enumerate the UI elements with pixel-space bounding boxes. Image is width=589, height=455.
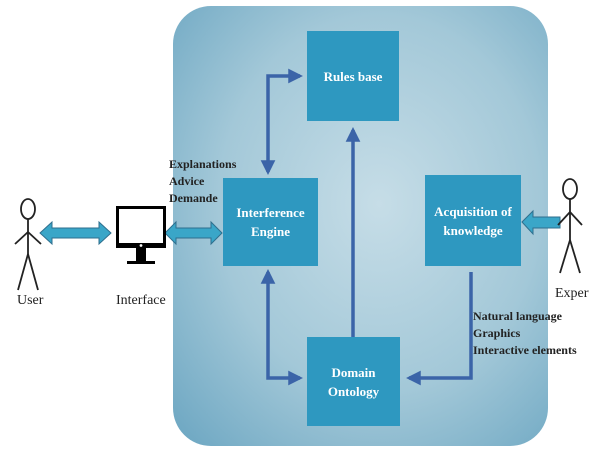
acquisition-label-line1: Acquisition of [434, 203, 512, 219]
interface-message-item: Advice [169, 174, 205, 188]
user-label: User [17, 293, 44, 308]
domain-ontology-box: Domain Ontology [307, 337, 400, 426]
expert-input-item: Interactive elements [473, 343, 577, 357]
interface-message-item: Demande [169, 191, 218, 205]
interface-label: Interface [116, 293, 166, 308]
acquisition-box: Acquisition of knowledge [425, 175, 521, 266]
acquisition-ontology-connector [406, 272, 473, 386]
user-interface-arrow [39, 220, 112, 246]
expert-acquisition-arrow [521, 209, 561, 236]
rules-base-label: Rules base [323, 68, 383, 84]
domain-ontology-label-line2: Ontology [327, 383, 380, 399]
expert-input-item: Graphics [473, 326, 521, 340]
inference-engine-label-line2: Engine [250, 224, 290, 239]
interface-message-item: Explanations [169, 157, 237, 171]
expert-input-item: Natural language [473, 309, 563, 323]
interface-messages-list: Explanations Advice Demande [169, 156, 236, 207]
acquisition-label-line2: knowledge [443, 222, 503, 238]
engine-ontology-connector [260, 269, 303, 386]
expert-inputs-list: Natural language Graphics Interactive el… [473, 308, 577, 359]
domain-ontology-label-line1: Domain [331, 364, 376, 380]
monitor-icon [116, 206, 166, 264]
engine-rules-connector [260, 68, 303, 175]
expert-figure-icon [557, 178, 583, 274]
expert-label: Expert [555, 286, 589, 301]
user-figure-icon [14, 198, 42, 291]
inference-engine-box: Interference Engine [223, 178, 318, 266]
inference-engine-label-line1: Interference [236, 205, 305, 220]
rules-base-box: Rules base [307, 31, 399, 121]
interface-engine-arrow [164, 220, 223, 246]
